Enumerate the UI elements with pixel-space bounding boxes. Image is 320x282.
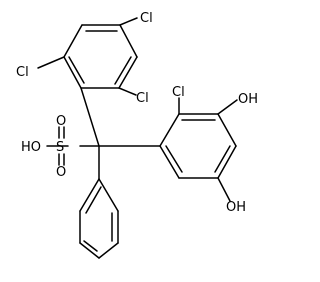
bond xyxy=(63,56,82,89)
bond xyxy=(85,186,102,214)
bond xyxy=(217,145,237,179)
bond xyxy=(118,56,138,89)
bond xyxy=(217,177,231,202)
trichlorophenyl-ring xyxy=(37,17,138,96)
hydroxyl-label: OH xyxy=(226,200,246,215)
bond xyxy=(159,145,180,179)
bond xyxy=(119,24,138,58)
sulfonic-hydroxyl-label: HO xyxy=(21,140,41,155)
bond xyxy=(37,56,65,69)
bond xyxy=(217,113,237,147)
bond xyxy=(79,178,100,212)
oxygen-label: O xyxy=(56,165,66,180)
bond xyxy=(217,99,238,115)
bond xyxy=(165,145,183,173)
bond xyxy=(63,24,83,58)
chlorine-label: Cl xyxy=(172,85,185,100)
phenyl-ring xyxy=(79,178,119,259)
bond xyxy=(114,56,132,85)
bond xyxy=(98,178,119,212)
bond xyxy=(79,242,100,259)
bond xyxy=(98,242,119,259)
bond xyxy=(118,87,137,96)
sulfonic-acid-group xyxy=(46,126,69,166)
hydroxyl-label: OH xyxy=(238,92,258,107)
chemical-structure-diagram: Cl Cl Cl Cl OH OH HO S O O xyxy=(16,11,258,259)
chlorine-label: Cl xyxy=(136,91,149,106)
bond xyxy=(159,113,180,147)
dihydroxyphenyl-ring xyxy=(159,97,238,202)
bond xyxy=(119,17,138,26)
oxygen-label: O xyxy=(56,114,66,129)
sulfur-label: S xyxy=(56,140,64,155)
bond xyxy=(83,240,98,252)
bond xyxy=(214,145,231,173)
chlorine-label: Cl xyxy=(140,11,153,26)
bond xyxy=(80,87,100,147)
central-carbon-bonds xyxy=(79,87,161,180)
atom-labels: Cl Cl Cl Cl OH OH HO S O O xyxy=(16,11,258,215)
bond xyxy=(68,56,85,84)
chlorine-label: Cl xyxy=(16,65,29,80)
